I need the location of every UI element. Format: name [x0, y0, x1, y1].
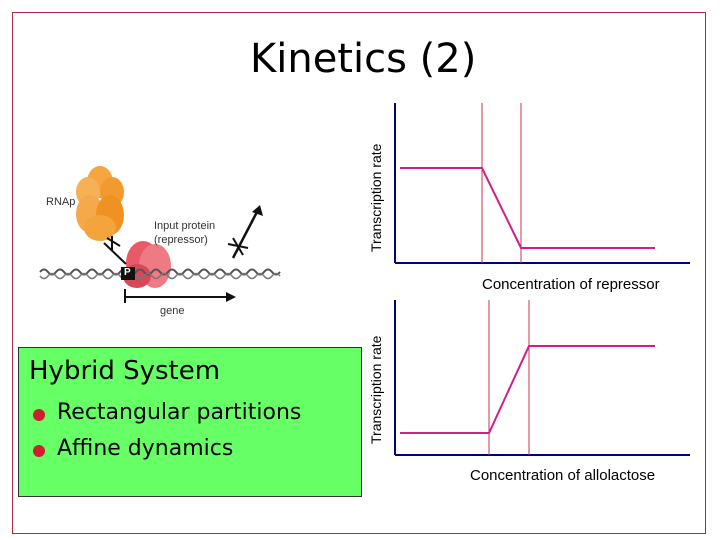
rnap-molecule: [76, 166, 124, 241]
bullet-text: Rectangular partitions: [57, 400, 302, 425]
graph-bottom-xlabel: Concentration of allolactose: [470, 467, 656, 484]
bullet-dot-icon: [33, 445, 45, 457]
promoter-label: P: [124, 267, 131, 278]
graph-top-xlabel: Concentration of repressor: [482, 276, 660, 293]
slide-title: Kinetics (2): [250, 36, 477, 82]
graph-bottom-ylabel: Transcription rate: [368, 335, 384, 444]
slide-frame: [12, 12, 706, 534]
rnap-label: RNAp: [46, 196, 76, 208]
gene-illustration: [39, 166, 281, 303]
dna-strand: [39, 268, 281, 276]
bullet-text: Affine dynamics: [57, 436, 234, 461]
repressor-molecule: [123, 241, 171, 288]
gene-label: gene: [160, 305, 185, 317]
hybrid-system-box: Hybrid System Rectangular partitions Aff…: [18, 347, 362, 497]
input-protein-label: Input protein: [154, 220, 216, 232]
repressor-label: (repressor): [154, 234, 208, 246]
promoter-box: [121, 267, 135, 280]
graph-bottom-curve: [400, 345, 655, 434]
hybrid-system-title: Hybrid System: [29, 356, 221, 386]
graph-top-ylabel: Transcription rate: [368, 143, 384, 252]
graph-top: [394, 103, 690, 264]
graph-bottom: [394, 300, 690, 456]
graph-top-curve: [400, 167, 655, 249]
bullet-dot-icon: [33, 409, 45, 421]
transcription-arrow: [231, 209, 260, 259]
bullet-item: Affine dynamics: [33, 436, 234, 461]
bullet-item: Rectangular partitions: [33, 400, 302, 425]
